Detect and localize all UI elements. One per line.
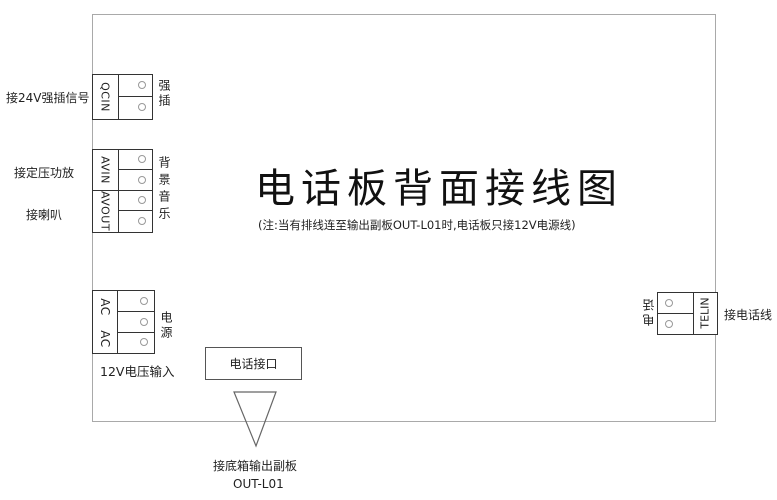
screw-terminal-icon xyxy=(138,217,146,225)
phone-interface-label: 电话接口 xyxy=(229,357,278,371)
power-pin-1 xyxy=(118,291,154,312)
qcin-side-text: 强插 xyxy=(157,79,171,109)
screw-terminal-icon xyxy=(138,103,146,111)
power-label-1: AC xyxy=(98,298,112,316)
avout-label-column: AVOUT xyxy=(93,191,119,232)
power-label-column: AC AC xyxy=(93,291,118,353)
connector-label-line1: 接底箱输出副板 xyxy=(213,459,298,473)
power-pin-3 xyxy=(118,333,154,353)
avout-pin-2 xyxy=(119,211,152,231)
qcin-external-label: 接24V强插信号 xyxy=(6,91,90,105)
avin-external-label: 接定压功放 xyxy=(14,166,75,180)
qcin-pin-2 xyxy=(119,97,152,119)
av-side-text: 背景音乐 xyxy=(157,156,171,224)
power-pin-2 xyxy=(118,312,154,333)
avin-label-column: AVIN xyxy=(93,150,119,191)
power-label-2: AC xyxy=(98,330,112,348)
qcin-terminal-block: QCIN xyxy=(92,74,153,120)
telin-external-label: 接电话线 xyxy=(724,308,773,322)
screw-terminal-icon xyxy=(140,338,148,346)
avout-pin-1 xyxy=(119,191,152,211)
telin-terminal-block: TELIN xyxy=(657,292,718,335)
screw-terminal-icon xyxy=(138,196,146,204)
avout-label: AVOUT xyxy=(98,190,112,232)
phone-interface-box: 电话接口 xyxy=(205,347,302,380)
diagram-note: (注:当有排线连至输出副板OUT-L01时,电话板只接12V电源线) xyxy=(258,218,576,232)
screw-terminal-icon xyxy=(138,155,146,163)
connector-arrow-icon xyxy=(233,391,277,448)
screw-terminal-icon xyxy=(140,318,148,326)
screw-terminal-icon xyxy=(665,320,673,328)
avin-label: AVIN xyxy=(98,156,112,184)
avin-pin-2 xyxy=(119,170,152,191)
screw-terminal-icon xyxy=(138,176,146,184)
qcin-label-column: QCIN xyxy=(93,75,119,119)
av-terminal-block: AVIN AVOUT xyxy=(92,149,153,233)
qcin-pin-1 xyxy=(119,75,152,97)
telin-pin-1 xyxy=(658,293,694,314)
diagram-title: 电话板背面接线图 xyxy=(255,166,623,212)
qcin-label: QCIN xyxy=(98,82,112,112)
telin-pin-2 xyxy=(658,314,694,334)
power-terminal-block: AC AC xyxy=(92,290,155,354)
connector-label-line2: OUT-L01 xyxy=(233,477,284,491)
avin-pin-1 xyxy=(119,150,152,170)
avout-external-label: 接喇叭 xyxy=(26,208,63,222)
power-external-label: 12V电压输入 xyxy=(100,364,175,379)
telin-label: TELIN xyxy=(698,297,712,329)
telin-side-text: 电话 xyxy=(642,296,656,326)
power-side-text: 电源 xyxy=(159,311,173,341)
screw-terminal-icon xyxy=(138,81,146,89)
screw-terminal-icon xyxy=(665,299,673,307)
screw-terminal-icon xyxy=(140,297,148,305)
